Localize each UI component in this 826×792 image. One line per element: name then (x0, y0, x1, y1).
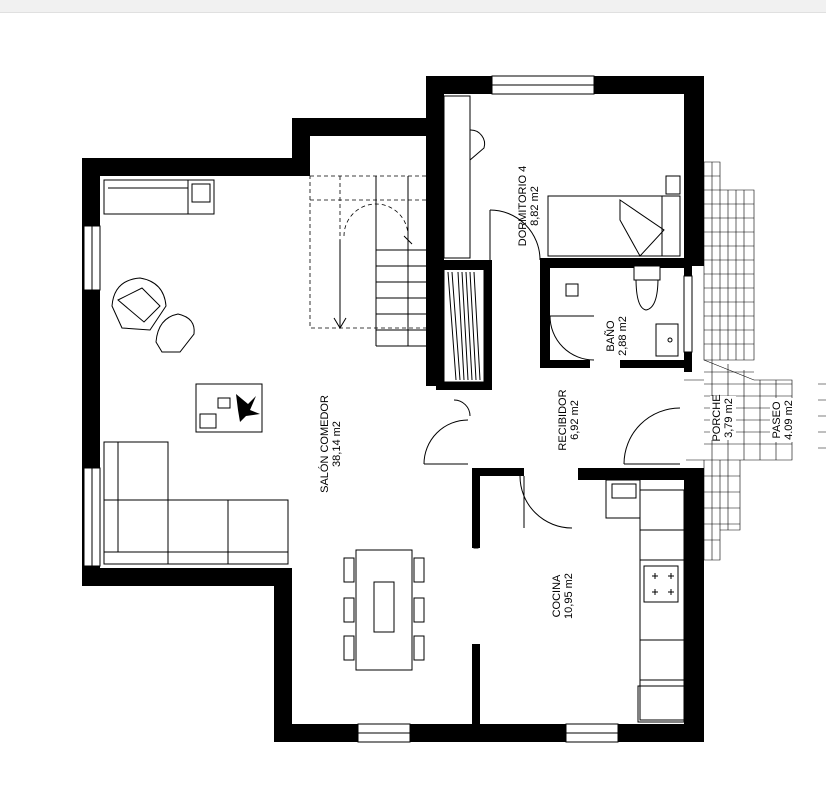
wall-bath-bottom (540, 360, 590, 368)
room-area: 8,82 m2 (529, 186, 541, 226)
room-area: 4.09 m2 (783, 400, 795, 440)
closet (443, 95, 486, 383)
dining-table (343, 549, 425, 671)
wall-kitchen-right (684, 468, 704, 742)
room-label-porche: PORCHE 3,79 m2 (710, 394, 736, 442)
wall-salon-top (82, 158, 310, 176)
wall-bath-bottom2 (620, 360, 690, 368)
room-label-paseo: PASEO 4.09 m2 (770, 398, 796, 442)
wall-dorm-right (684, 76, 704, 266)
room-area: 6,92 m2 (569, 400, 581, 440)
room-area: 38,14 m2 (331, 421, 343, 467)
wall-bottom (274, 724, 704, 742)
exterior-grid (684, 161, 826, 561)
wall-closet-bottom (436, 382, 492, 390)
room-name: DORMITORIO 4 (517, 166, 529, 246)
room-label-recibidor: RECIBIDOR 6,92 m2 (557, 389, 581, 450)
windows (83, 75, 693, 743)
bathroom-fixtures (565, 265, 679, 357)
stairs (309, 175, 437, 347)
room-label-cocina: COCINA 10,95 m2 (551, 573, 575, 619)
room-label-salon: SALÓN COMEDOR 38,14 m2 (318, 395, 343, 493)
room-name: PASEO (771, 401, 783, 439)
kitchen-fixtures (605, 479, 685, 723)
wall-kitchen-left (472, 468, 480, 548)
wall-kitchen-left2 (472, 644, 480, 742)
wall-salon-bottom (82, 568, 292, 586)
wall-stair-top (292, 118, 436, 136)
wall-kitchen-top-right (578, 468, 704, 480)
room-name: SALÓN COMEDOR (318, 395, 331, 493)
room-label-bano: BAÑO 2,88 m2 (604, 316, 629, 356)
room-area: 2,88 m2 (617, 316, 629, 356)
salon-furniture (103, 179, 289, 565)
room-name: BAÑO (604, 320, 617, 352)
top-bar (0, 0, 826, 13)
room-label-dormitorio: DORMITORIO 4 8,82 m2 (517, 166, 541, 246)
doors (423, 209, 681, 715)
bed (547, 175, 681, 257)
wall-salon-step (274, 568, 292, 742)
wall-closet (436, 260, 492, 270)
wall-dorm-bottom (540, 258, 692, 268)
room-name: COCINA (551, 574, 563, 617)
room-name: RECIBIDOR (557, 389, 569, 450)
room-area: 3,79 m2 (723, 398, 735, 438)
wall-dorm-left (426, 76, 444, 386)
room-area: 10,95 m2 (563, 573, 575, 619)
wall-closet-right (484, 260, 492, 390)
wall-bath-left (540, 258, 550, 368)
wall-kitchen-left-top (472, 468, 524, 476)
room-name: PORCHE (711, 394, 723, 441)
